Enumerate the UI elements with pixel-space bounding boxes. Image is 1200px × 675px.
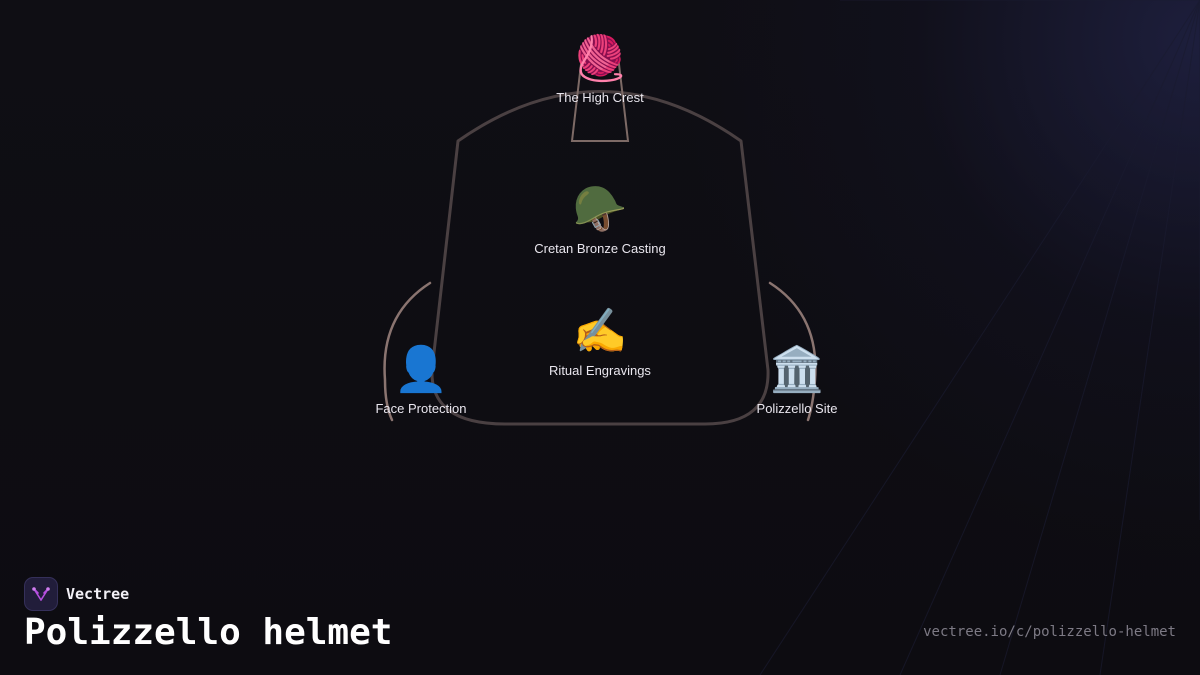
left-cheek-guard xyxy=(383,281,432,422)
bust-silhouette-icon: 👤 xyxy=(393,344,449,395)
page-title: Polizzello helmet xyxy=(24,612,393,653)
node-label: Cretan Bronze Casting xyxy=(534,241,666,256)
military-helmet-icon: 🪖 xyxy=(572,184,628,235)
right-cheek-guard xyxy=(768,281,817,422)
node-polizzello-site[interactable]: 🏛️ Polizzello Site xyxy=(697,344,897,417)
classical-building-icon: 🏛️ xyxy=(769,344,825,395)
page-url[interactable]: vectree.io/c/polizzello-helmet xyxy=(923,624,1176,640)
vectree-logo-icon xyxy=(24,577,58,611)
brand[interactable]: Vectree xyxy=(24,577,129,611)
node-label: Ritual Engravings xyxy=(549,363,651,378)
brand-name: Vectree xyxy=(66,585,130,603)
node-bronze-casting[interactable]: 🪖 Cretan Bronze Casting xyxy=(500,184,700,257)
node-label: Face Protection xyxy=(375,401,467,416)
helmet-outline xyxy=(430,90,770,426)
crest-shape xyxy=(570,46,630,142)
node-face-protection[interactable]: 👤 Face Protection xyxy=(321,344,521,417)
yarn-ball-icon: 🧶 xyxy=(572,33,628,84)
writing-hand-icon: ✍️ xyxy=(572,306,628,357)
node-engravings[interactable]: ✍️ Ritual Engravings xyxy=(500,306,700,379)
node-high-crest[interactable]: 🧶 The High Crest xyxy=(500,33,700,106)
node-label: Polizzello Site xyxy=(756,401,838,416)
node-label: The High Crest xyxy=(556,90,644,105)
